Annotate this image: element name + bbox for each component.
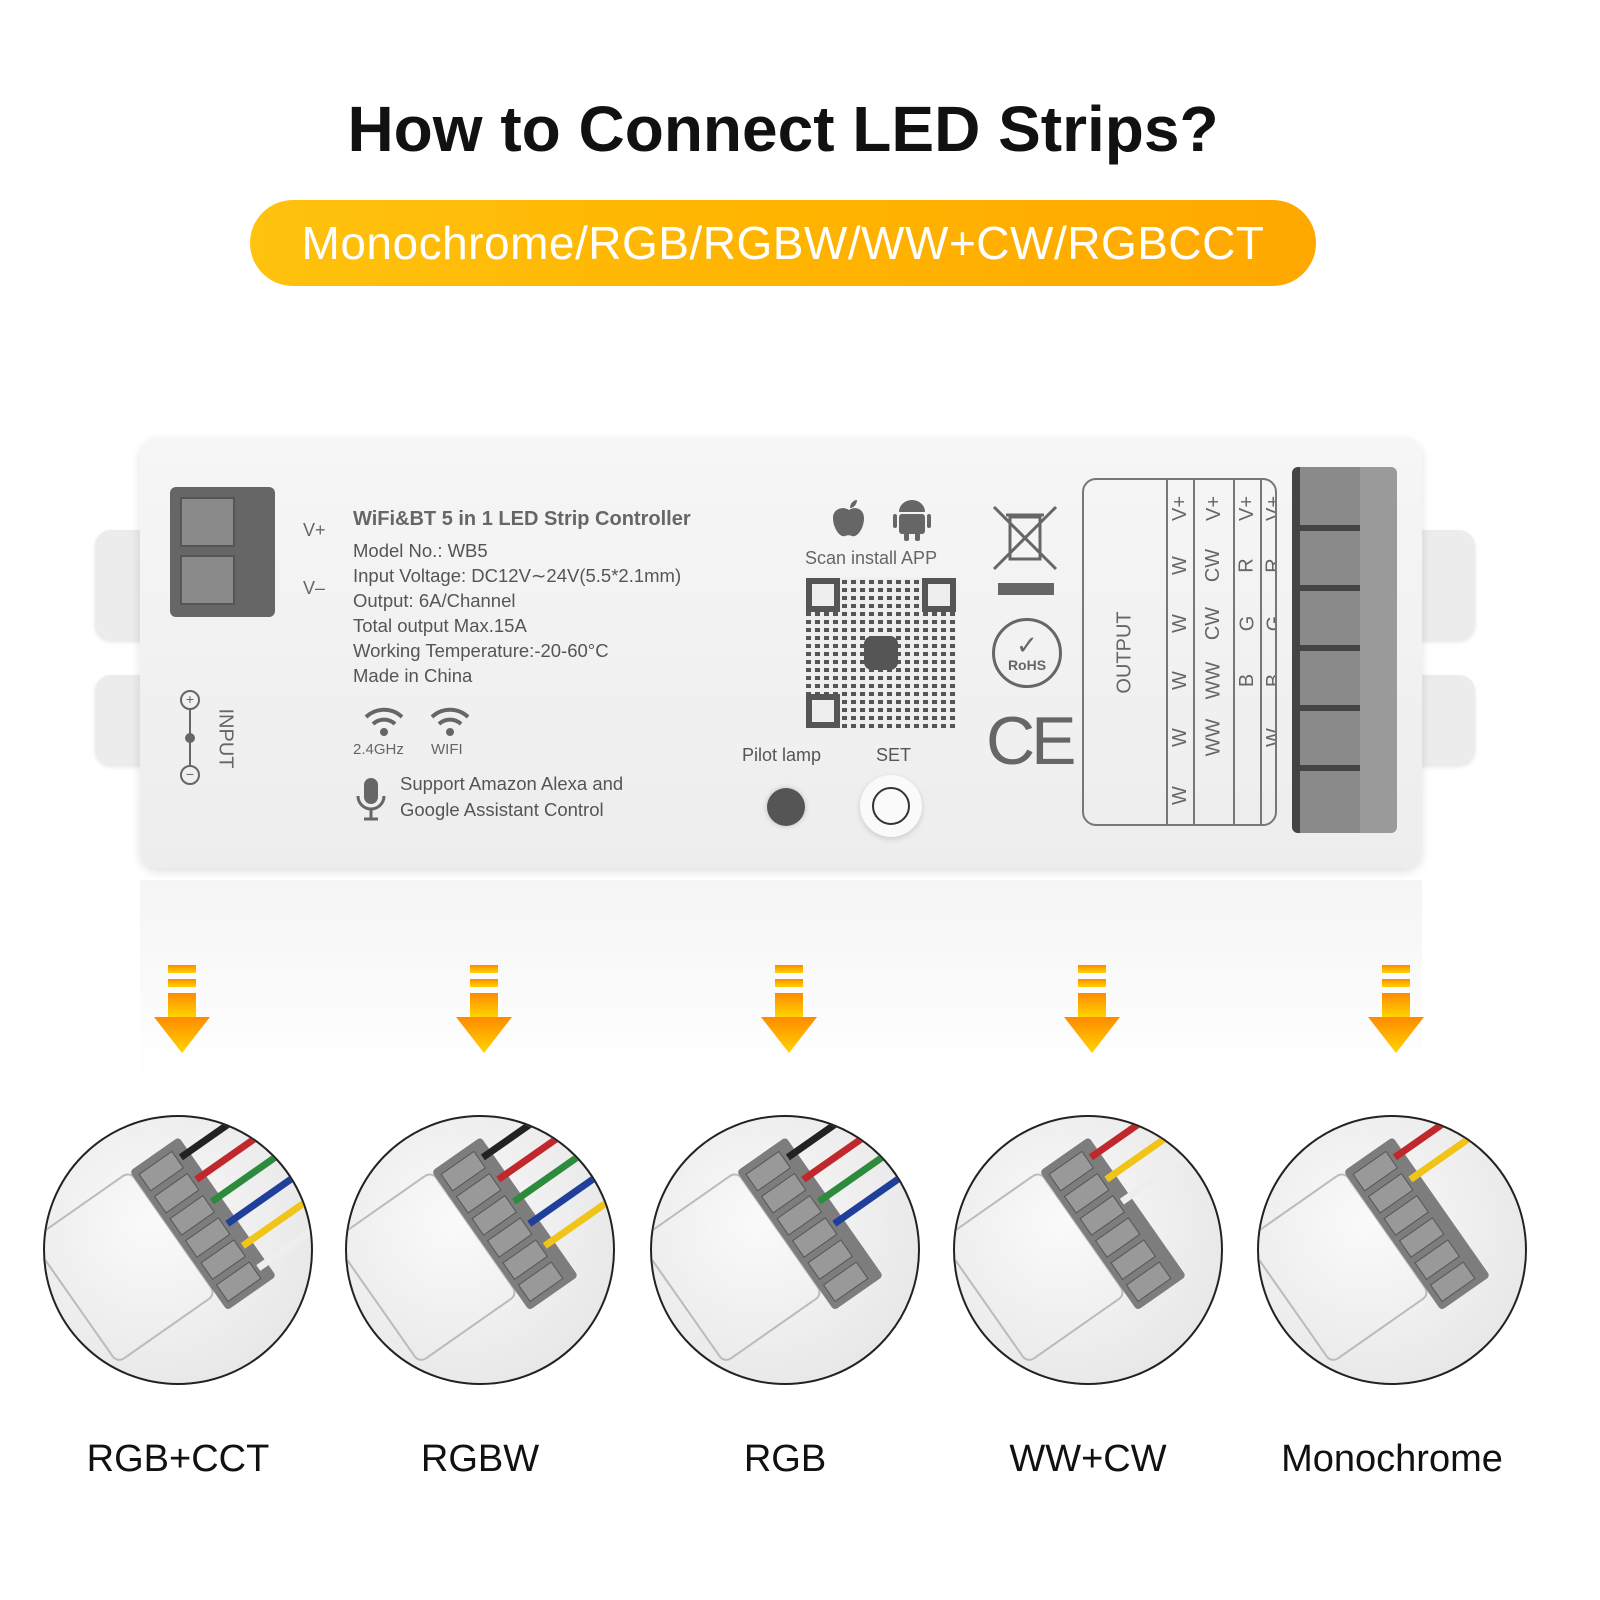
mode-label-wwcw: WW+CW: [1009, 1438, 1167, 1480]
input-vminus-label: V–: [303, 578, 326, 598]
pilot-lamp-label: Pilot lamp: [742, 745, 822, 765]
qr-code: [806, 578, 956, 728]
wiring-closeup-rgbw: [345, 1115, 615, 1385]
set-label: SET: [876, 745, 912, 765]
down-arrow-icon: [1366, 965, 1426, 1055]
voice-support-line1: Support Amazon Alexa and: [400, 773, 624, 794]
voice-support-line2: Google Assistant Control: [400, 799, 604, 820]
svg-text:−: −: [186, 766, 194, 782]
wiring-closeup-wwcw: [953, 1115, 1223, 1385]
down-arrow-icon: [454, 965, 514, 1055]
check-icon: ✓: [1016, 630, 1038, 660]
mode-label-rgbw: RGBW: [420, 1438, 540, 1480]
apple-icon: [830, 498, 868, 545]
wifi-icon: [362, 705, 406, 742]
microphone-icon: [354, 776, 388, 827]
rohs-label: RoHS: [1007, 657, 1047, 673]
spec-temperature: Working Temperature:-20-60°C: [353, 640, 609, 661]
spec-origin: Made in China: [353, 665, 473, 686]
wiring-closeup-rgb: [650, 1115, 920, 1385]
ce-mark: CE: [986, 703, 1076, 779]
wiring-closeup-rgbcct: [43, 1115, 313, 1385]
spec-input-voltage: Input Voltage: DC12V∼24V(5.5*2.1mm): [353, 565, 682, 586]
spec-model: Model No.: WB5: [353, 540, 488, 561]
down-arrow-icon: [1062, 965, 1122, 1055]
svg-text:+: +: [186, 691, 194, 707]
wifi-icon: [428, 705, 472, 742]
mode-label-rgbcct: RGB+CCT: [86, 1438, 270, 1480]
wifi-label: WIFI: [431, 741, 463, 758]
rohs-badge: ✓ RoHS: [992, 618, 1062, 688]
pilot-lamp: [767, 788, 805, 826]
device-name: WiFi&BT 5 in 1 LED Strip Controller: [353, 508, 691, 530]
down-arrow-icon: [759, 965, 819, 1055]
output-terminal: [1292, 467, 1397, 833]
strip-types-banner: Monochrome/RGB/RGBW/WW+CW/RGBCCT: [250, 200, 1316, 286]
scan-install-label: Scan install APP: [805, 548, 938, 568]
mode-label-monochrome: Monochrome: [1281, 1438, 1503, 1480]
weee-bin-icon: [990, 503, 1060, 603]
input-label: INPUT: [214, 708, 237, 768]
mode-label-rgb: RGB: [743, 1438, 827, 1480]
page-title: How to Connect LED Strips?: [347, 93, 1219, 165]
spec-output: Output: 6A/Channel: [353, 590, 516, 611]
dc-polarity-icon: +−: [178, 690, 202, 785]
down-arrow-icon: [152, 965, 212, 1055]
set-button[interactable]: [860, 775, 922, 837]
output-label: OUTPUT: [1113, 610, 1136, 694]
wiring-closeup-monochrome: [1257, 1115, 1527, 1385]
wifi-band-label: 2.4GHz: [353, 741, 404, 758]
input-vplus-label: V+: [303, 520, 326, 540]
android-icon: [893, 496, 931, 547]
output-column-rgbw: V+RGBW: [1260, 480, 1275, 824]
spec-total-output: Total output Max.15A: [353, 615, 527, 636]
input-terminal: [170, 487, 275, 617]
